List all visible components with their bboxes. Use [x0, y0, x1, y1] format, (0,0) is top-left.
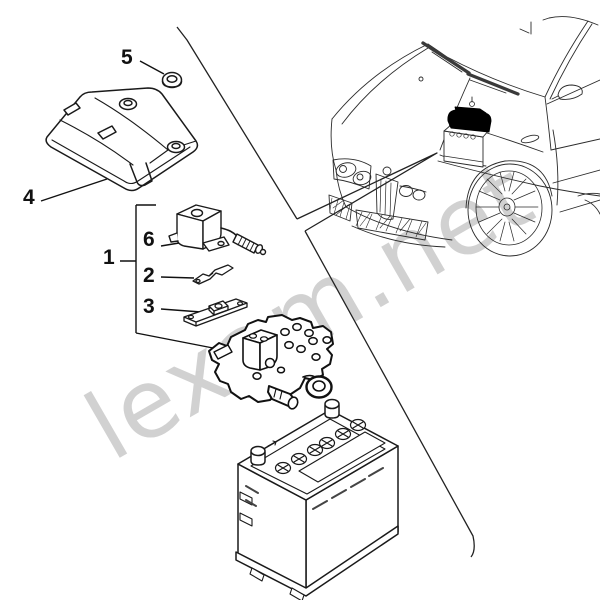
callout-label-4[interactable]: 4	[23, 186, 35, 209]
callout-label-5[interactable]: 5	[121, 46, 133, 69]
battery-caps	[274, 418, 367, 475]
battery-illustration	[235, 398, 399, 600]
callout-label-1[interactable]: 1	[103, 246, 115, 269]
callout-label-3[interactable]: 3	[143, 295, 155, 318]
fuse-link-part[interactable]	[192, 264, 234, 285]
nut-part[interactable]	[161, 71, 183, 89]
car-battery-location	[443, 96, 492, 168]
fusebox-assembly-part[interactable]	[208, 314, 334, 410]
separator-line-bottom	[304, 230, 475, 558]
callout-label-6[interactable]: 6	[143, 228, 155, 251]
relay-part[interactable]	[168, 204, 267, 256]
battery-cover-part[interactable]	[45, 87, 199, 192]
wire-connector	[232, 233, 267, 256]
wheel-spokes	[475, 171, 539, 242]
separator-line-top	[176, 26, 298, 220]
car-illustration	[328, 16, 600, 257]
callout-label-2[interactable]: 2	[143, 264, 155, 287]
clamp-bracket-part[interactable]	[183, 298, 248, 327]
location-wedge	[296, 152, 438, 232]
